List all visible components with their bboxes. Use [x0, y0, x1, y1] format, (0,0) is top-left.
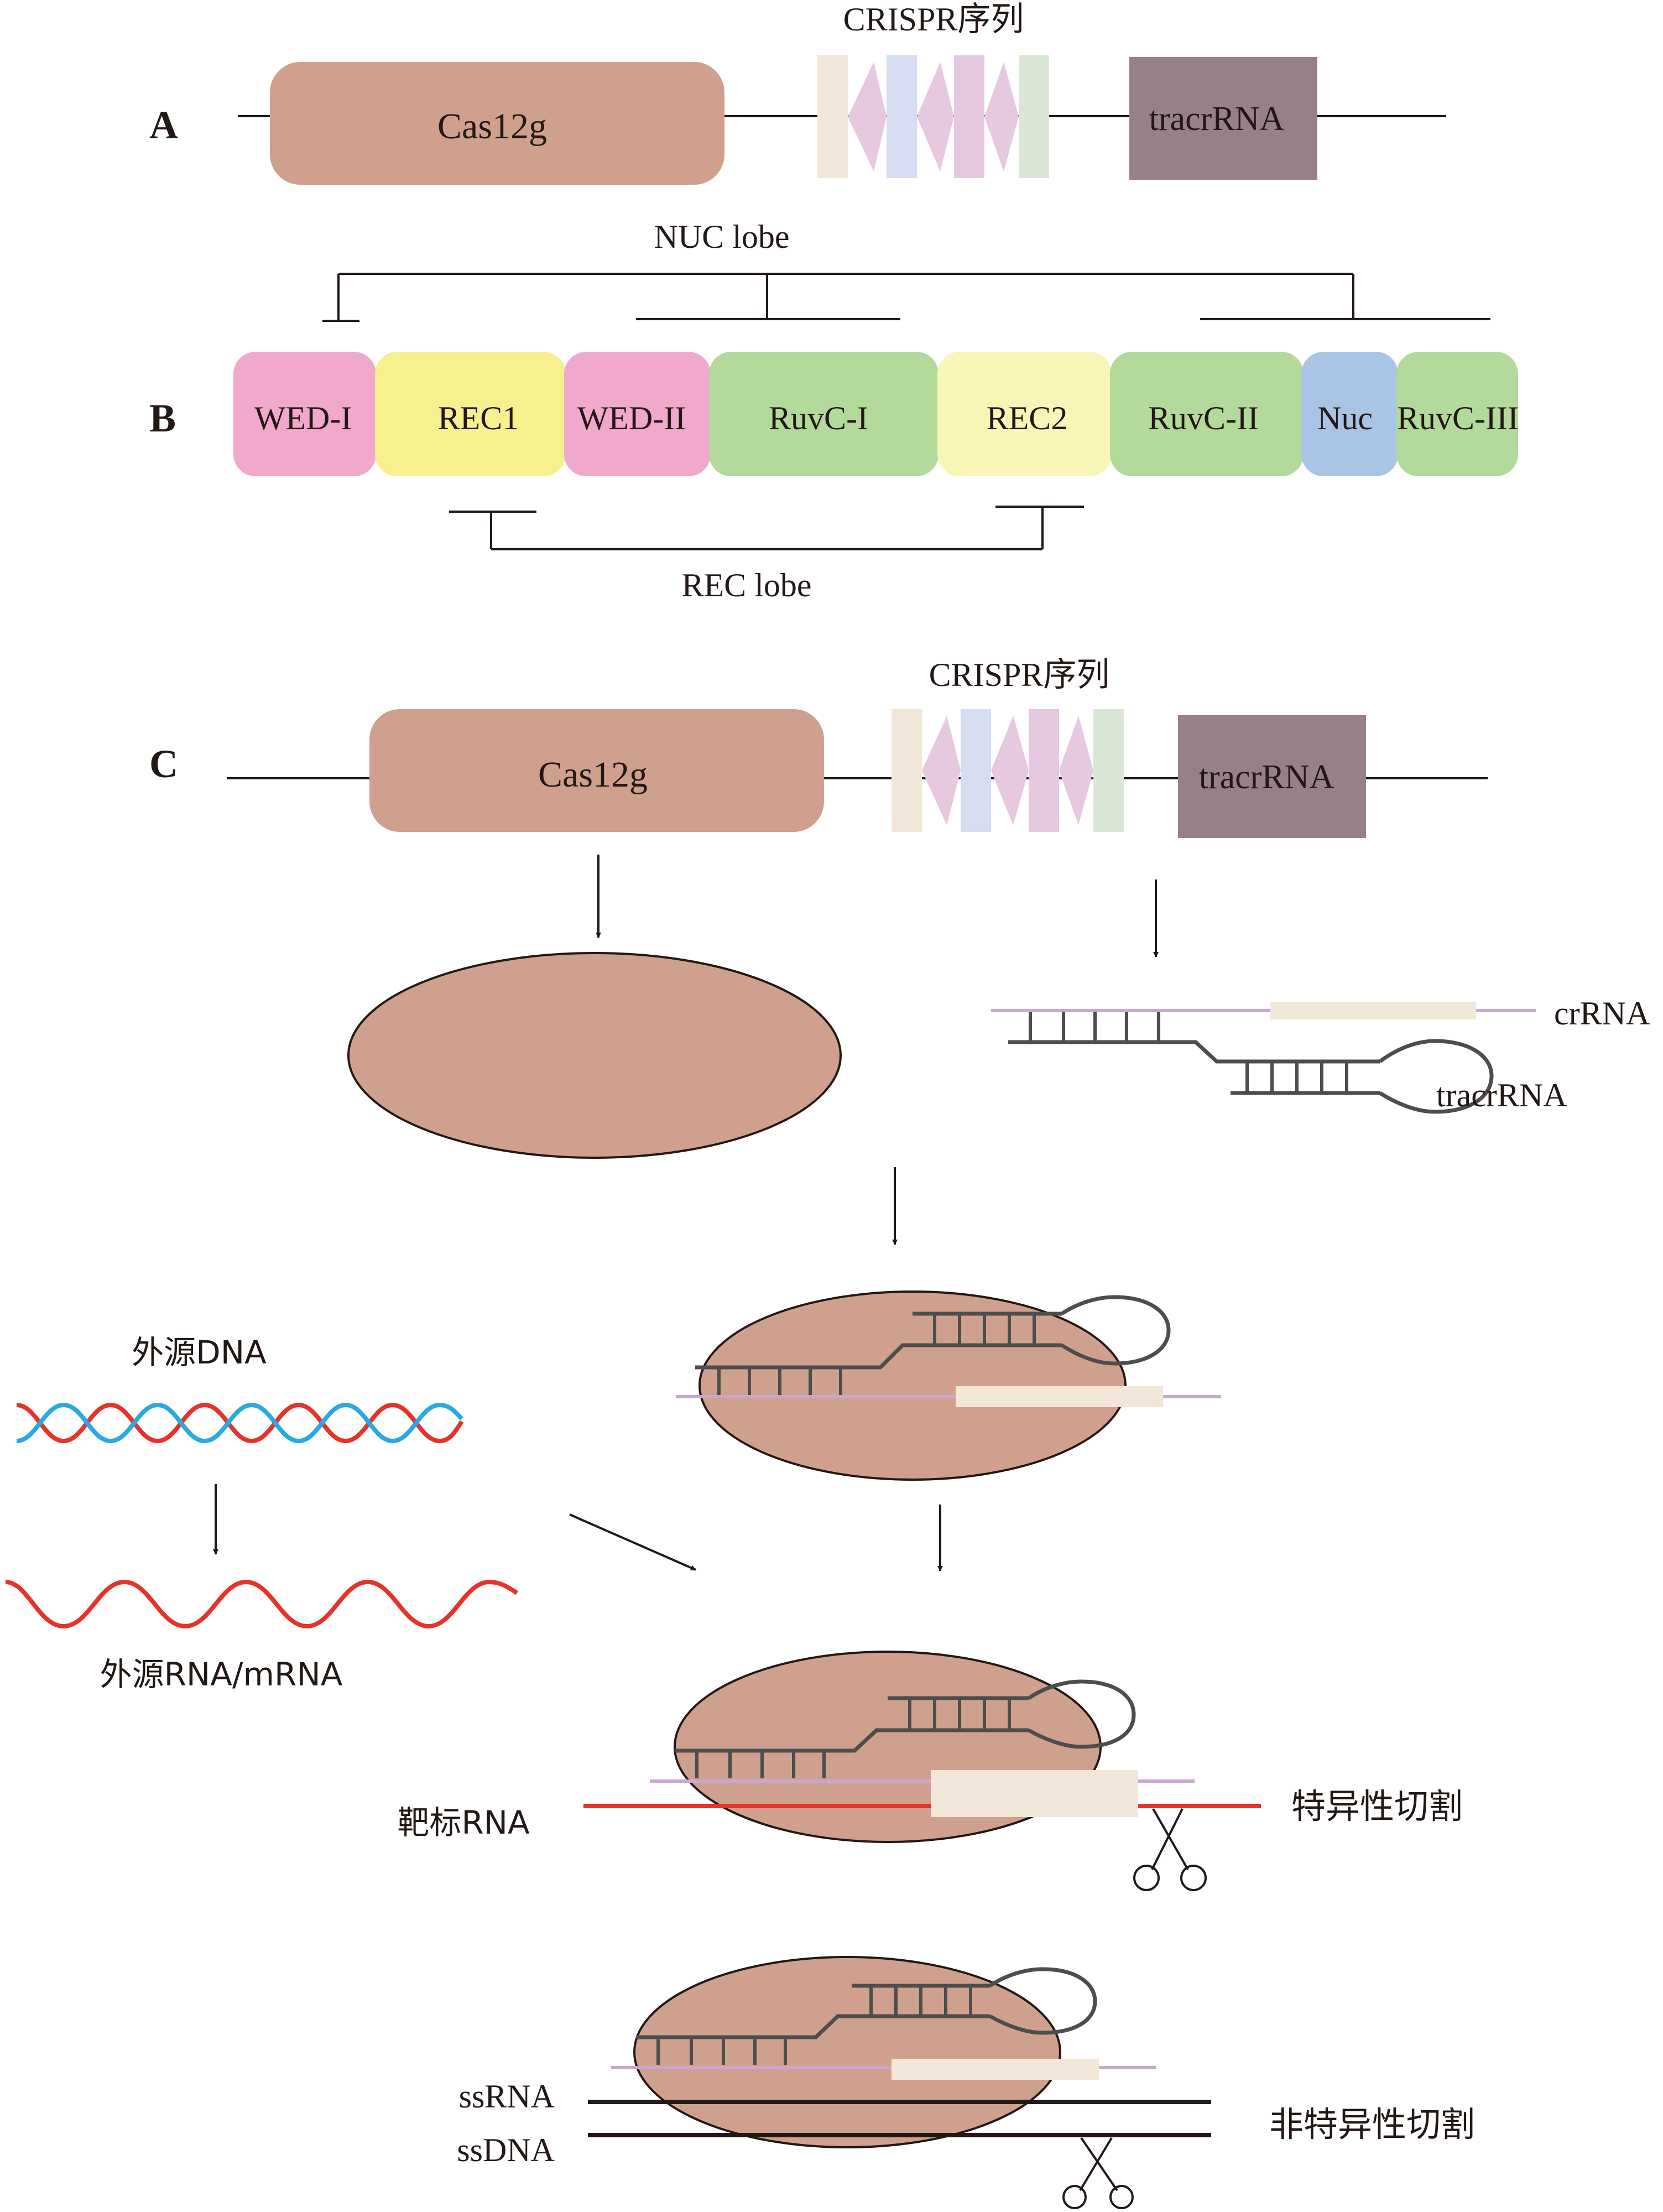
- array-spacer: [954, 55, 984, 178]
- domain-label: REC1: [438, 400, 519, 436]
- domain-nuc: [1301, 352, 1398, 476]
- target-bound-complex: [583, 1651, 1261, 1843]
- domain-label: Nuc: [1317, 400, 1373, 436]
- panel-a: A Cas12g CRISPR序列 tracrRNA: [149, 1, 1446, 185]
- tracr-gene-c-label: tracrRNA: [1199, 758, 1334, 796]
- domain-ruvc-ii: [1110, 352, 1304, 476]
- panel-a-label: A: [149, 103, 178, 147]
- array-repeat: [922, 716, 961, 825]
- foreign-rna-wave: [5, 1579, 519, 1629]
- scissors-icon: [1133, 1808, 1207, 1891]
- array-spacer: [887, 55, 917, 178]
- panel-b-label: B: [149, 396, 176, 440]
- specific-cleavage-label: 特异性切割: [1291, 1786, 1463, 1826]
- nonspecific-cleavage-label: 非特异性切割: [1269, 2104, 1475, 2145]
- array-repeat: [991, 716, 1029, 825]
- domain-ruvc-iii: [1396, 352, 1518, 476]
- domain-ruvc-i: [709, 352, 939, 476]
- array-repeat: [917, 62, 954, 171]
- rec-lobe-bracket: [449, 506, 1084, 550]
- array-repeat: [1059, 716, 1093, 825]
- panel-c-label: C: [149, 742, 178, 786]
- array-spacer: [961, 709, 991, 832]
- array-repeat: [848, 62, 887, 171]
- foreign-dna-label: 外源DNA: [132, 1334, 267, 1371]
- array-spacer: [1029, 709, 1059, 832]
- scissors-icon: [1062, 2137, 1134, 2209]
- domain-rec2: [937, 352, 1112, 476]
- crrna-label: crRNA: [1554, 995, 1650, 1032]
- ssrna-label: ssRNA: [459, 2078, 555, 2115]
- domain-label: RuvC-III: [1397, 400, 1519, 436]
- collateral-complex: [611, 1956, 1156, 2148]
- domain-rec1: [375, 352, 566, 476]
- cas12g-complex: [676, 1290, 1221, 1481]
- crispr-array-a-label: CRISPR序列: [843, 1, 1024, 38]
- domain-wed-ii: [564, 352, 711, 476]
- crispr-array-a: [817, 55, 1049, 178]
- tracr-gene-c: [1178, 715, 1366, 838]
- crrna-tracrrna-duplex: [991, 1002, 1536, 1114]
- nuc-lobe-label: NUC lobe: [654, 218, 790, 255]
- domain-bar: WED-I REC1 WED-II RuvC-I REC2 RuvC-II Nu…: [233, 352, 1519, 476]
- array-spacer: [817, 55, 848, 178]
- crispr-array-c-label: CRISPR序列: [929, 657, 1110, 693]
- array-spacer: [892, 709, 922, 832]
- domain-wed-i: [233, 352, 376, 476]
- tracrrna-label: tracrRNA: [1436, 1077, 1567, 1113]
- nuc-lobe-bracket: [322, 273, 1490, 322]
- array-spacer: [1093, 709, 1124, 832]
- foreign-rna-label: 外源RNA/mRNA: [100, 1656, 343, 1693]
- tracr-gene-a-label: tracrRNA: [1149, 100, 1285, 138]
- foreign-dna-helix: [16, 1402, 464, 1444]
- domain-label: RuvC-I: [769, 400, 868, 436]
- cas12g-protein: [347, 952, 842, 1159]
- domain-label: REC2: [987, 400, 1068, 436]
- tracr-gene-a: [1129, 57, 1317, 180]
- rec-lobe-label: REC lobe: [682, 567, 812, 603]
- domain-label: RuvC-II: [1148, 400, 1259, 436]
- cas12g-gene-a: [270, 62, 724, 185]
- cas12g-gene-c-label: Cas12g: [538, 754, 648, 795]
- crispr-array-c: [892, 709, 1124, 832]
- target-rna-label: 靶标RNA: [397, 1804, 530, 1841]
- panel-b: B NUC lobe WED-I REC1 WED-II RuvC-I REC2: [149, 218, 1519, 603]
- cas12g-gene-a-label: Cas12g: [437, 106, 547, 147]
- arrow-target-to-complex: [569, 1513, 696, 1571]
- panel-c: C Cas12g CRISPR序列 tracrRNA: [5, 657, 1650, 2209]
- array-spacer: [1019, 55, 1049, 178]
- domain-label: WED-I: [254, 400, 352, 436]
- ssdna-label: ssDNA: [457, 2132, 555, 2168]
- array-repeat: [984, 62, 1019, 171]
- cas12g-gene-c: [369, 709, 824, 832]
- domain-label: WED-II: [577, 400, 686, 436]
